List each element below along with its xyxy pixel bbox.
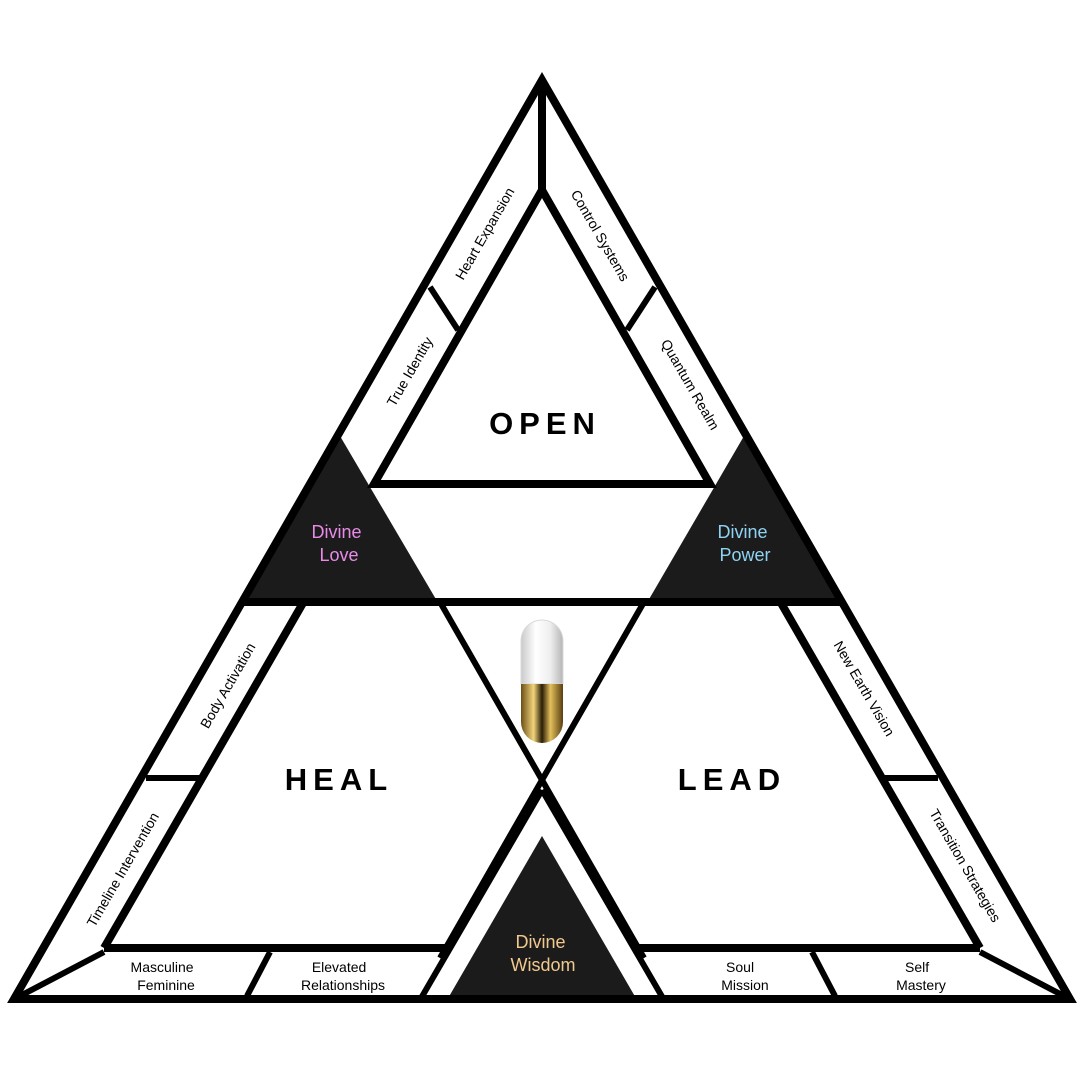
heal-title: HEAL [285, 762, 393, 797]
topic-masculine-feminine: Masculine Feminine [131, 959, 198, 993]
outer-triangle [7, 71, 1077, 1003]
topic-soul-mission: Soul Mission [721, 959, 768, 993]
lead-title: LEAD [678, 762, 786, 797]
topic-body-activation: Body Activation [197, 640, 259, 731]
divine-power-triangle [648, 436, 841, 601]
topic-self-mastery: Self Mastery [896, 959, 946, 993]
lead-right-edge [777, 601, 984, 950]
divider-tl [427, 285, 461, 332]
divine-wisdom-triangle [447, 836, 637, 1000]
divine-love-triangle [244, 436, 437, 601]
divine-love-label: Divine Love [311, 522, 366, 565]
open-title: OPEN [489, 406, 601, 441]
corner-bl [18, 949, 106, 999]
center-line-right [437, 600, 647, 960]
divine-wisdom-label: Divine Wisdom [510, 932, 575, 975]
capsule-icon [520, 619, 564, 743]
topic-heart-expansion: Heart Expansion [452, 185, 518, 283]
corner-br [978, 949, 1066, 999]
wisdom-right-rail [539, 788, 667, 1002]
divider-bl [244, 950, 273, 998]
wisdom-left-rail [417, 788, 545, 1002]
divine-power-label: Divine Power [717, 522, 772, 565]
heal-left-edge [100, 601, 307, 950]
divider-br [809, 950, 838, 998]
open-triangle-outline [367, 181, 717, 488]
topic-elevated-relationships: Elevated Relationships [301, 959, 385, 993]
topic-control-systems: Control Systems [568, 187, 633, 284]
divider-tr [624, 285, 658, 332]
